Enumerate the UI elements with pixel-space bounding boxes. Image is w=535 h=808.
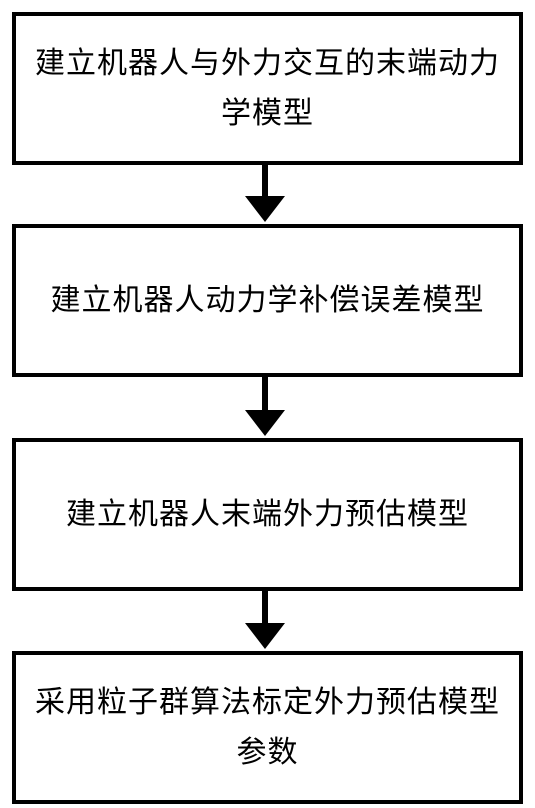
flow-step-4: 采用粒子群算法标定外力预估模型参数	[12, 651, 523, 804]
flow-arrow-2	[245, 377, 285, 436]
flow-arrow-1	[245, 165, 285, 222]
arrow-shaft	[262, 591, 268, 626]
arrow-down-icon	[245, 410, 285, 436]
flow-step-4-text: 采用粒子群算法标定外力预估模型参数	[35, 684, 500, 770]
arrow-shaft	[262, 165, 268, 199]
flow-step-3: 建立机器人末端外力预估模型	[12, 438, 523, 591]
flow-step-2: 建立机器人动力学补偿误差模型	[12, 224, 523, 377]
arrow-shaft	[262, 377, 268, 413]
flow-step-1-text: 建立机器人与外力交互的末端动力学模型	[35, 45, 500, 131]
arrow-down-icon	[245, 623, 285, 649]
flow-step-3-text: 建立机器人末端外力预估模型	[66, 496, 469, 532]
flow-step-2-text: 建立机器人动力学补偿误差模型	[50, 282, 485, 318]
arrow-down-icon	[245, 196, 285, 222]
flow-step-1: 建立机器人与外力交互的末端动力学模型	[12, 12, 523, 165]
flow-arrow-3	[245, 591, 285, 649]
